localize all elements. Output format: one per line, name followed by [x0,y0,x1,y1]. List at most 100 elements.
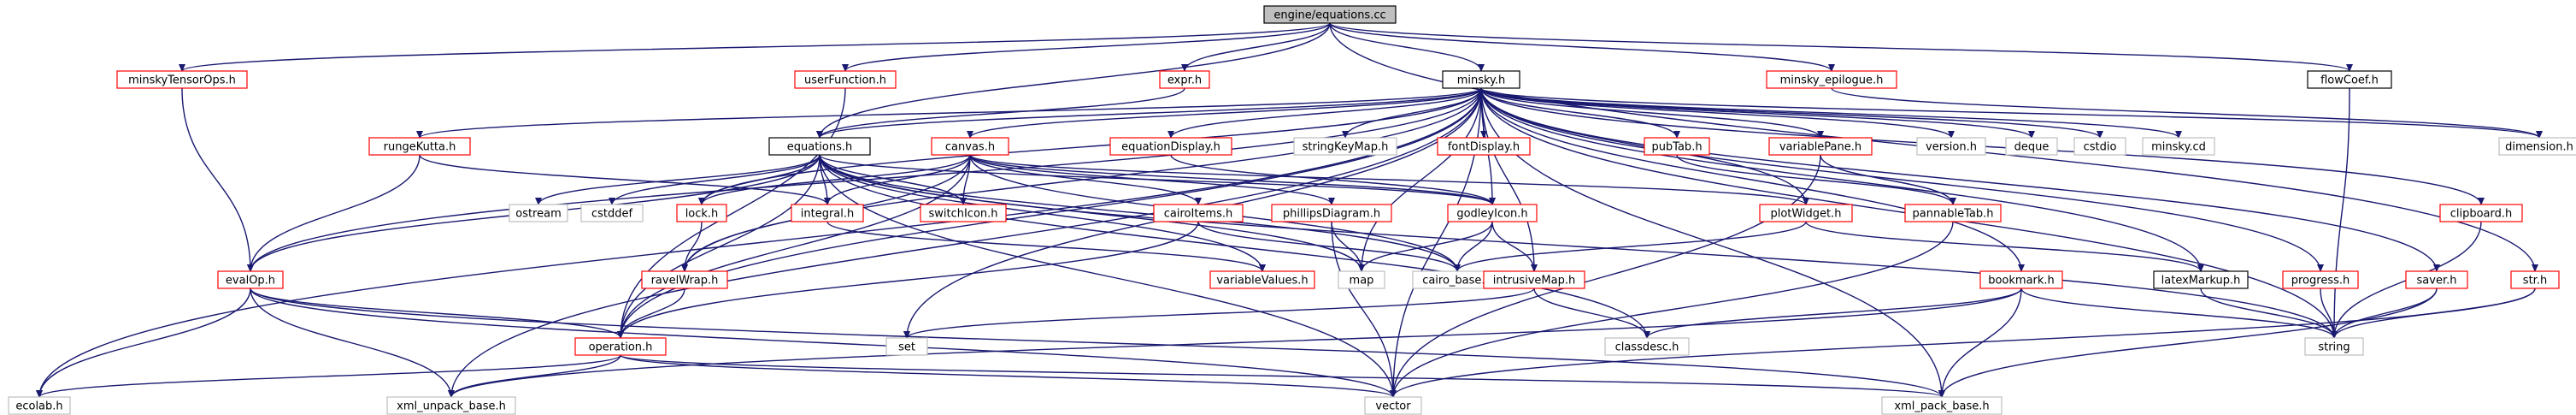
node-pubTab[interactable]: pubTab.h [1644,137,1710,156]
node-box-cstdio[interactable] [2073,137,2126,156]
node-box-equations[interactable] [768,137,871,156]
node-deque[interactable]: deque [2005,137,2058,156]
node-box-root[interactable] [1263,5,1397,24]
node-box-pannableTab[interactable] [1904,204,2002,222]
node-box-bookmark[interactable] [1979,270,2063,289]
node-box-minsky_epilogue[interactable] [1766,70,1897,89]
node-vector[interactable]: vector [1364,396,1422,415]
node-box-phillipsDiagram[interactable] [1271,204,1392,222]
node-box-clipboard[interactable] [2439,204,2523,222]
node-rungeKutta[interactable]: rungeKutta.h [368,137,471,156]
node-bookmark[interactable]: bookmark.h [1979,270,2063,289]
node-operation[interactable]: operation.h [574,337,667,356]
node-ravelWrap[interactable]: ravelWrap.h [641,270,728,289]
node-box-variableValues[interactable] [1209,270,1315,289]
node-str[interactable]: str.h [2510,270,2560,289]
node-evalOp[interactable]: evalOp.h [217,270,284,289]
node-box-intrusiveMap[interactable] [1483,270,1585,289]
node-xml_unpack_base[interactable]: xml_unpack_base.h [386,396,516,415]
node-flowCoef[interactable]: flowCoef.h [2307,70,2392,89]
node-minsky[interactable]: minsky.h [1442,70,1520,89]
node-cstdio[interactable]: cstdio [2073,137,2126,156]
node-box-cstddef[interactable] [580,204,644,222]
node-fontDisplay[interactable]: fontDisplay.h [1437,137,1531,156]
node-box-saver[interactable] [2405,270,2468,289]
node-box-set[interactable] [885,337,928,356]
node-box-vector[interactable] [1364,396,1422,415]
node-godleyIcon[interactable]: godleyIcon.h [1447,204,1538,222]
node-box-cairoItems[interactable] [1153,204,1244,222]
node-box-expr[interactable] [1159,70,1210,89]
node-box-ravelWrap[interactable] [641,270,728,289]
node-minskycd[interactable]: minsky.cd [2142,137,2215,156]
node-box-switchIcon[interactable] [920,204,1007,222]
node-ostream[interactable]: ostream [509,204,568,222]
node-box-operation[interactable] [574,337,667,356]
node-box-ecolab[interactable] [8,396,71,415]
node-pannableTab[interactable]: pannableTab.h [1904,204,2002,222]
node-variableValues[interactable]: variableValues.h [1209,270,1315,289]
node-version[interactable]: version.h [1916,137,1986,156]
node-box-latexMarkup[interactable] [2153,270,2249,289]
node-box-minsky[interactable] [1442,70,1520,89]
node-switchIcon[interactable]: switchIcon.h [920,204,1007,222]
node-integral[interactable]: integral.h [791,204,864,222]
node-box-godleyIcon[interactable] [1447,204,1538,222]
node-set[interactable]: set [885,337,928,356]
node-box-evalOp[interactable] [217,270,284,289]
node-stringKeyMap[interactable]: stringKeyMap.h [1293,137,1397,156]
node-box-deque[interactable] [2005,137,2058,156]
node-progress[interactable]: progress.h [2282,270,2359,289]
node-box-flowCoef[interactable] [2307,70,2392,89]
node-equations[interactable]: equations.h [768,137,871,156]
node-label-variablePane: variablePane.h [1779,141,1861,154]
node-string[interactable]: string [2304,337,2364,356]
node-box-equationDisplay[interactable] [1109,137,1232,156]
node-box-xml_pack_base[interactable] [1881,396,2003,415]
node-box-ostream[interactable] [509,204,568,222]
node-lock[interactable]: lock.h [676,204,727,222]
node-classdesc[interactable]: classdesc.h [1604,337,1690,356]
node-box-integral[interactable] [791,204,864,222]
edge-minsky-to-map [1358,87,1482,272]
node-saver[interactable]: saver.h [2405,270,2468,289]
node-clipboard[interactable]: clipboard.h [2439,204,2523,222]
node-root[interactable]: engine/equations.cc [1263,5,1397,24]
node-box-version[interactable] [1916,137,1986,156]
node-box-lock[interactable] [676,204,727,222]
node-intrusiveMap[interactable]: intrusiveMap.h [1483,270,1585,289]
node-xml_pack_base[interactable]: xml_pack_base.h [1881,396,2003,415]
node-box-dimension[interactable] [2498,137,2576,156]
node-userFunction[interactable]: userFunction.h [794,70,897,89]
node-box-string[interactable] [2304,337,2364,356]
node-map[interactable]: map [1338,270,1385,289]
node-box-canvas[interactable] [931,137,1009,156]
node-box-variablePane[interactable] [1768,137,1873,156]
node-equationDisplay[interactable]: equationDisplay.h [1109,137,1232,156]
node-box-minskyTensorOps[interactable] [116,70,248,89]
node-box-map[interactable] [1338,270,1385,289]
node-latexMarkup[interactable]: latexMarkup.h [2153,270,2249,289]
node-ecolab[interactable]: ecolab.h [8,396,71,415]
node-box-fontDisplay[interactable] [1437,137,1531,156]
node-box-rungeKutta[interactable] [368,137,471,156]
node-cstddef[interactable]: cstddef [580,204,644,222]
node-canvas[interactable]: canvas.h [931,137,1009,156]
node-cairoItems[interactable]: cairoItems.h [1153,204,1244,222]
node-box-classdesc[interactable] [1604,337,1690,356]
node-minskyTensorOps[interactable]: minskyTensorOps.h [116,70,248,89]
node-expr[interactable]: expr.h [1159,70,1210,89]
node-phillipsDiagram[interactable]: phillipsDiagram.h [1271,204,1392,222]
node-box-minskycd[interactable] [2142,137,2215,156]
node-box-pubTab[interactable] [1644,137,1710,156]
node-box-progress[interactable] [2282,270,2359,289]
node-dimension[interactable]: dimension.h [2498,137,2576,156]
node-variablePane[interactable]: variablePane.h [1768,137,1873,156]
node-box-stringKeyMap[interactable] [1293,137,1397,156]
node-box-userFunction[interactable] [794,70,897,89]
node-box-plotWidget[interactable] [1759,204,1853,222]
node-plotWidget[interactable]: plotWidget.h [1759,204,1853,222]
node-box-str[interactable] [2510,270,2560,289]
node-minsky_epilogue[interactable]: minsky_epilogue.h [1766,70,1897,89]
node-box-xml_unpack_base[interactable] [386,396,516,415]
